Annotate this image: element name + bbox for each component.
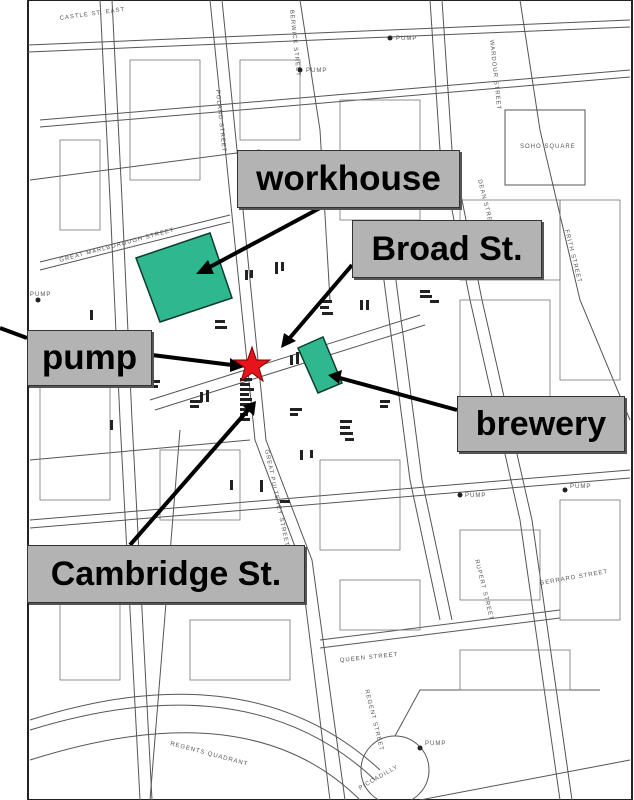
pointer-arrows <box>0 206 458 547</box>
pump-label: PUMP <box>396 36 417 42</box>
pump-icon <box>387 35 393 41</box>
pump-callout-label: pump <box>27 330 152 386</box>
workhouse-building <box>135 232 233 323</box>
pump-label: PUMP <box>30 292 51 298</box>
pump-label: PUMP <box>570 484 591 490</box>
soho-square: SOHO SQUARE <box>504 109 586 186</box>
brewery-label: brewery <box>457 396 625 452</box>
pump-label: PUMP <box>465 493 486 499</box>
pump-icon <box>562 487 568 493</box>
brewery-building <box>297 336 343 394</box>
pump-label: PUMP <box>425 741 446 747</box>
other-pumps: PUMP PUMP PUMP PUMP PUMP PUMP <box>30 35 591 751</box>
broad-street-label: Broad St. <box>352 220 542 278</box>
pump-icon <box>297 67 303 73</box>
soho-square-label: SOHO SQUARE <box>520 144 576 150</box>
workhouse-label: workhouse <box>237 150 460 208</box>
cambridge-street-label: Cambridge St. <box>27 545 305 603</box>
pump-icon <box>457 492 463 498</box>
street-lines <box>27 0 631 800</box>
pump-label: PUMP <box>306 68 327 74</box>
star-marker <box>232 345 272 383</box>
pump-icon <box>417 745 423 751</box>
map-frame <box>27 0 633 800</box>
pump-icon <box>35 297 41 303</box>
